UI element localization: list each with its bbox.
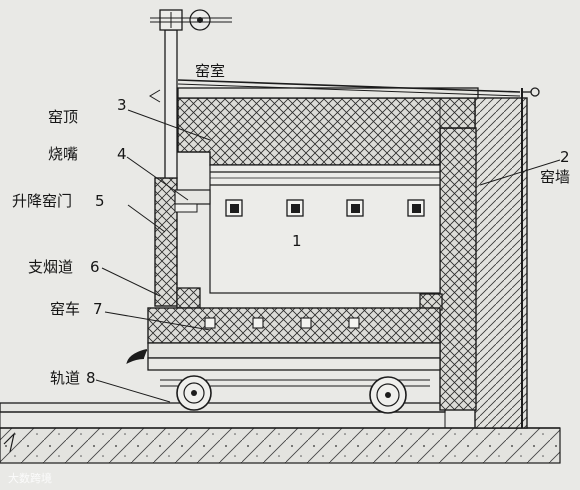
label-chimney-branch: 支烟道 bbox=[28, 258, 74, 276]
label-kiln-roof: 窑顶 bbox=[48, 108, 79, 126]
label-track-num: 8 bbox=[86, 369, 96, 387]
leader-lines bbox=[95, 109, 561, 403]
label-burner: 烧嘴 bbox=[48, 145, 79, 163]
label-lift-door: 升降窑门 bbox=[12, 192, 73, 210]
kiln-car-vents bbox=[204, 317, 360, 329]
wheel bbox=[176, 375, 212, 411]
burner-nozzle bbox=[407, 199, 425, 217]
label-burner-num: 4 bbox=[117, 145, 127, 163]
label-chamber-num: 1 bbox=[292, 232, 302, 250]
label-lift-door-num: 5 bbox=[95, 192, 105, 210]
label-kiln-wall: 窑墙 bbox=[540, 168, 571, 186]
lift-mechanism bbox=[149, 9, 232, 179]
label-kiln-roof-num: 3 bbox=[117, 96, 127, 114]
burner-nozzles bbox=[225, 199, 425, 217]
label-kiln-wall-num: 2 bbox=[560, 148, 570, 166]
kiln-car bbox=[126, 307, 441, 371]
label-kiln-car-num: 7 bbox=[93, 300, 103, 318]
kiln-car-wheels bbox=[160, 375, 430, 414]
label-track: 轨道 bbox=[50, 369, 81, 387]
burner-nozzle bbox=[286, 199, 304, 217]
chimney-branch bbox=[176, 287, 443, 311]
chamber-interior bbox=[209, 164, 441, 294]
lift-door bbox=[154, 177, 211, 307]
burner-nozzle bbox=[346, 199, 364, 217]
burner-nozzle bbox=[225, 199, 243, 217]
ground bbox=[0, 427, 561, 464]
kiln-wall bbox=[439, 97, 528, 429]
kiln-roof bbox=[177, 79, 521, 166]
label-chimney-branch-num: 6 bbox=[90, 258, 100, 276]
wall-post bbox=[521, 87, 540, 428]
watermark: 大数跨境 bbox=[8, 472, 52, 485]
label-kiln-chamber: 窑室 bbox=[195, 62, 226, 80]
wheel bbox=[369, 376, 407, 414]
label-kiln-car: 窑车 bbox=[50, 300, 81, 318]
